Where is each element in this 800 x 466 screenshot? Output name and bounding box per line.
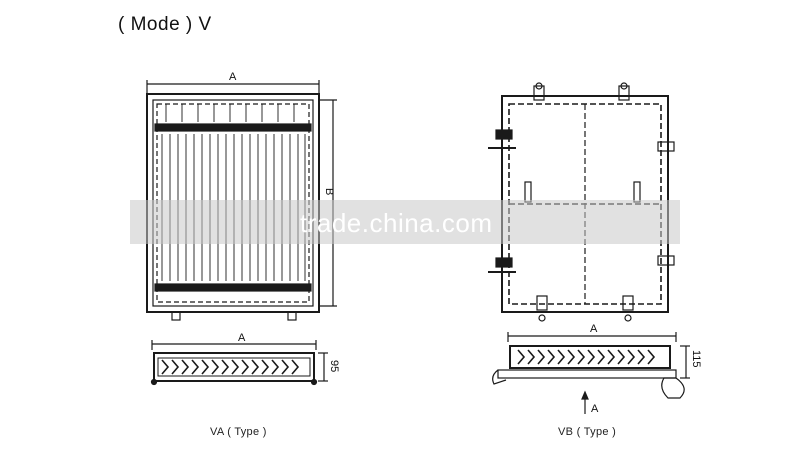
vb-side-height-label: 115 — [690, 350, 702, 368]
vb-arrow-label: A — [591, 403, 599, 415]
vb-side-view — [492, 332, 690, 414]
watermark-text: trade.china.com — [300, 208, 493, 238]
va-dim-b-label: B — [323, 188, 335, 195]
vb-side-dim-a-label: A — [590, 323, 598, 335]
va-type-caption: VA ( Type ) — [210, 426, 267, 438]
diagram-heading: ( Mode ) V — [118, 14, 212, 35]
va-side-height-label: 95 — [328, 360, 340, 372]
watermark-band — [130, 200, 680, 244]
vb-type-caption: VB ( Type ) — [558, 426, 617, 438]
va-dim-a-label: A — [229, 71, 237, 83]
va-side-dim-a-label: A — [238, 332, 246, 344]
va-side-view — [150, 340, 328, 386]
